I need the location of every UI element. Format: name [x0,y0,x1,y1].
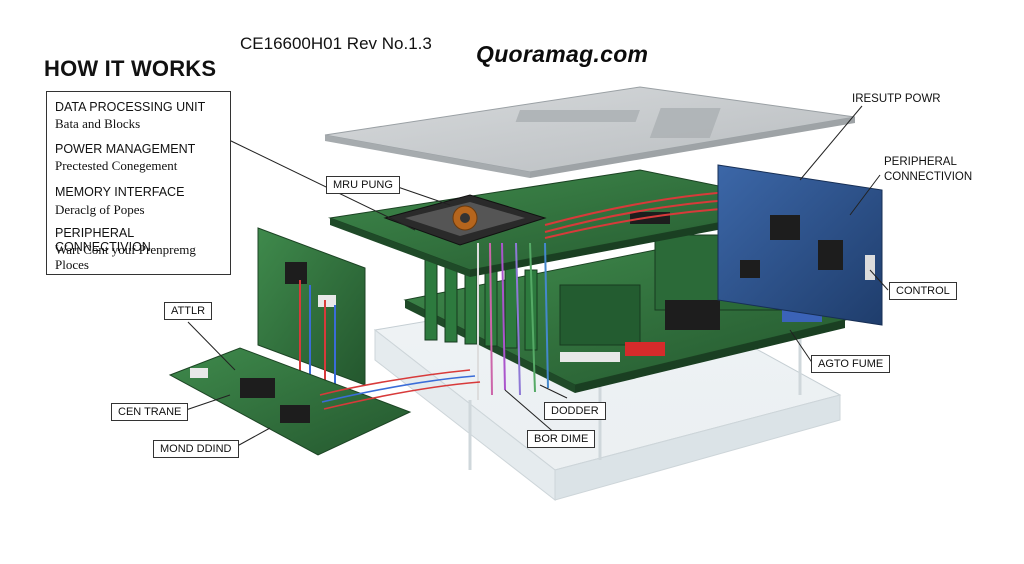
top-lid [324,86,856,178]
peripheral-board [717,164,883,326]
callout-control: CONTROL [889,282,957,300]
legend-desc: Bata and Blocks [55,116,141,131]
callout-dodder: DODDER [544,402,606,420]
callout-mond-ddind: MOND DDIND [153,440,239,458]
legend-box: DATA PROCESSING UNIT Bata and Blocks POW… [46,91,231,275]
leader-lines [179,105,889,451]
legend-desc: Deraclg of Popes [55,202,145,217]
legend-heading: POWER MANAGEMENT [55,142,196,156]
watermark-text: Quoramag.com [476,41,649,67]
legend-desc: Wart Cont youf Prenpremg Ploces [55,242,196,272]
callout-mru-pung: MRU PUNG [326,176,400,194]
callout-attlr: ATTLR [164,302,213,320]
page-title: HOW IT WORKS [44,56,217,81]
label-peripheral-connectivion: PERIPHERAL CONNECTIVION [884,156,973,183]
legend-desc: Prectested Conegement [55,158,178,173]
legend-heading: MEMORY INTERFACE [55,185,185,199]
label-resutp-powr: IRESUTP POWR [852,93,941,105]
callout-bor-dime: BOR DIME [527,430,596,448]
callout-centrane: CEN TRANE [111,403,189,421]
document-id: CE16600H01 Rev No.1.3 [240,34,432,53]
callout-agto-fume: AGTO FUME [811,355,891,373]
cables [477,242,549,400]
legend-heading: PERIPHERAL CONNECTIVION [55,226,151,254]
legend-heading: DATA PROCESSING UNIT [55,100,206,114]
